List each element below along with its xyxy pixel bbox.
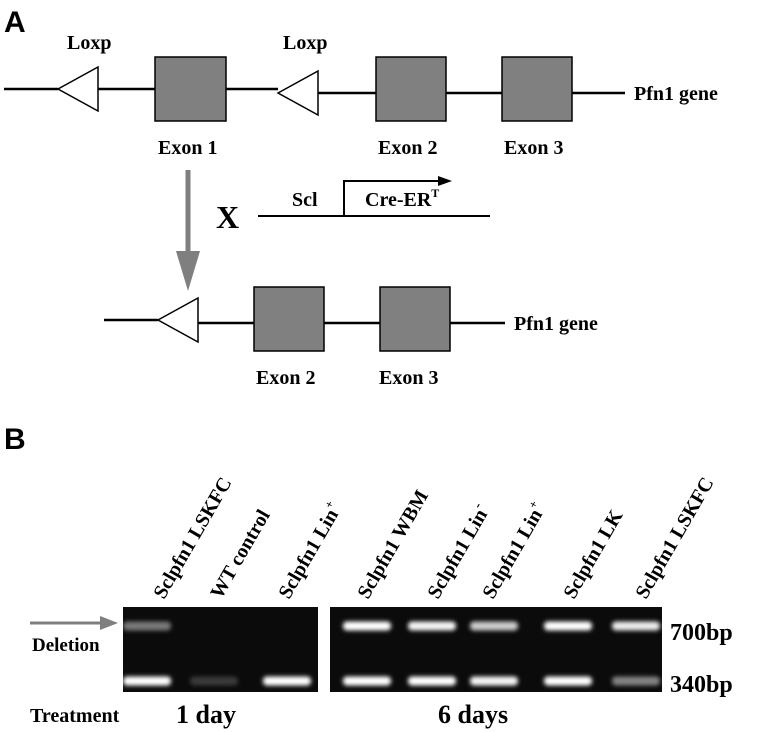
- loxp-triangle-icon: [276, 69, 319, 117]
- loxp-label: Loxp: [283, 32, 327, 54]
- lane-label: Sclpfn1 WBM: [353, 486, 433, 602]
- treatment-label: Treatment: [30, 705, 120, 727]
- panel-a-letter: A: [4, 6, 26, 39]
- lane-label: Sclpfn1 LK: [559, 506, 627, 603]
- loxp-label: Loxp: [67, 32, 111, 54]
- deletion-arrow-icon: [30, 616, 118, 630]
- treatment-6-days: 6 days: [438, 700, 508, 729]
- exon-2-box: [253, 286, 325, 352]
- gel-1-day-band-lower: [190, 676, 238, 686]
- gel-6-days-band-upper: [470, 621, 518, 631]
- gel-1-day-band-upper: [123, 621, 171, 631]
- cross-symbol: X: [216, 199, 239, 235]
- gel-6-days-band-upper: [408, 621, 456, 631]
- deletion-label: Deletion: [32, 635, 100, 656]
- band-size-700: 700bp: [670, 620, 733, 646]
- gene-construct-floxed: Loxp Loxp Pfn1 gene Exon 1 Exon 2 Exon 3: [4, 32, 718, 159]
- gene-construct-deleted: Pfn1 gene Exon 2 Exon 3: [104, 286, 598, 389]
- gel-6-days-band-lower: [470, 676, 518, 686]
- exon-label: Exon 2: [256, 367, 315, 389]
- exon-3-box: [501, 56, 573, 122]
- lane-label: Sclpfn1 LSKFC: [631, 474, 718, 603]
- gel-6-days-band-upper: [544, 621, 592, 631]
- panel-b-letter: B: [4, 423, 26, 456]
- gel-6-days-band-lower: [544, 676, 592, 686]
- gene-label: Pfn1 gene: [634, 83, 718, 105]
- treatment-1-day: 1 day: [176, 700, 236, 729]
- gene-label: Pfn1 gene: [514, 313, 598, 335]
- exon-label: Exon 1: [158, 137, 217, 159]
- gel-6-days-band-upper: [612, 621, 660, 631]
- gel-bands: [123, 621, 660, 686]
- exon-label: Exon 3: [504, 137, 563, 159]
- cre-label: Cre-ERT: [365, 186, 439, 211]
- gel-6-days-band-lower: [612, 676, 660, 686]
- cre-transgene: X Scl Cre-ERT: [216, 176, 490, 235]
- band-size-340: 340bp: [670, 672, 733, 698]
- exon-label: Exon 3: [379, 367, 438, 389]
- exon-label: Exon 2: [378, 137, 437, 159]
- gel-6-days-band-lower: [408, 676, 456, 686]
- gel-6-days-band-lower: [343, 676, 391, 686]
- promoter-arrowhead-icon: [438, 176, 452, 186]
- gel-6-days-band-upper: [343, 621, 391, 631]
- loxp-triangle-icon: [156, 296, 199, 344]
- exon-1-box: [154, 56, 227, 122]
- gel-1-day-band-lower: [263, 676, 311, 686]
- promoter-label: Scl: [292, 189, 318, 211]
- recombination-arrow-icon: [176, 170, 200, 291]
- exon-2-box: [375, 56, 447, 122]
- lane-label: Sclpfn1 Lin+: [272, 498, 347, 603]
- promoter-arrow-icon: [343, 180, 440, 216]
- gel-1-day-band-lower: [123, 676, 171, 686]
- lane-labels: Sclpfn1 LSKFC WT control Sclpfn1 Lin+ Sc…: [149, 474, 718, 603]
- loxp-triangle-icon: [56, 65, 99, 113]
- lane-label: WT control: [206, 506, 275, 603]
- exon-3-box: [379, 286, 451, 352]
